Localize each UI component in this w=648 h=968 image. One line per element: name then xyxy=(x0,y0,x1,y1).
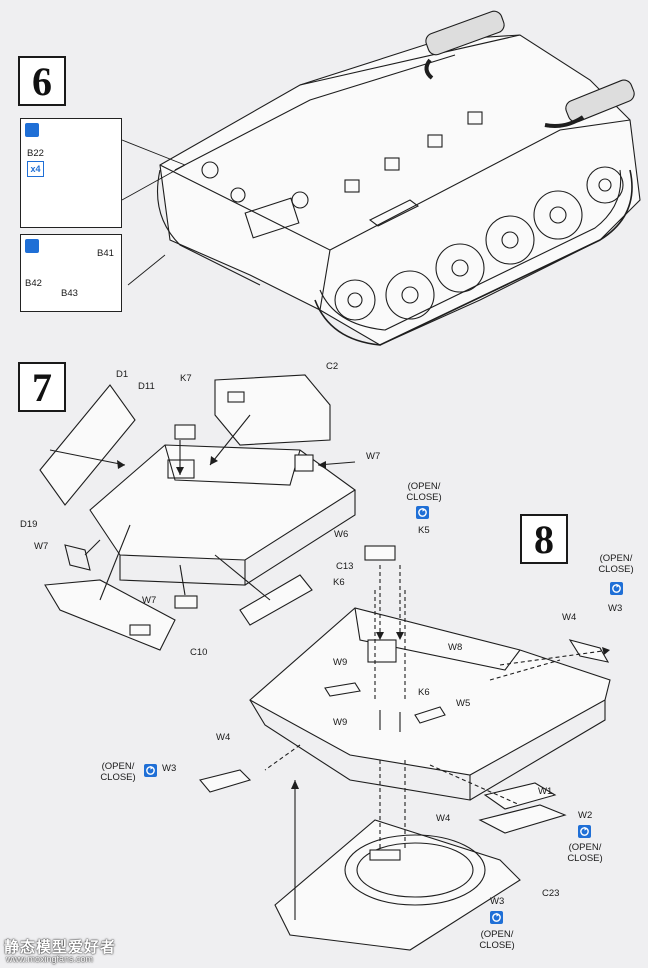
label-b41: B41 xyxy=(97,248,114,259)
part-label: D19 xyxy=(20,519,38,530)
quantity-badge: x4 xyxy=(27,161,44,177)
part-label: W9 xyxy=(333,717,348,728)
label-b22: B22 xyxy=(27,148,44,159)
part-label: K5 xyxy=(418,525,430,536)
part-label: W7 xyxy=(142,595,157,606)
step-7-number: 7 xyxy=(18,362,66,412)
option-note-w2: (OPEN/CLOSE) xyxy=(567,842,603,864)
part-label: D11 xyxy=(138,381,155,392)
superstructure-parts xyxy=(39,374,356,651)
hull-assembly xyxy=(157,10,641,346)
option-note-w3-bottom: (OPEN/CLOSE) xyxy=(479,929,515,951)
inset-b22-detail: B22 x4 xyxy=(20,118,122,228)
part-label: W5 xyxy=(456,698,471,709)
part-label: K7 xyxy=(180,373,192,384)
part-label: W4 xyxy=(436,813,451,824)
part-label: C10 xyxy=(190,647,208,658)
part-label: W4 xyxy=(562,612,577,623)
watermark-title: 静态模型爱好者 xyxy=(4,939,117,956)
option-swap-icon xyxy=(610,582,623,595)
part-label: C23 xyxy=(542,888,560,899)
part-label: W7 xyxy=(34,541,49,552)
part-label: W3 xyxy=(162,763,177,774)
step-6-number: 6 xyxy=(18,56,66,106)
option-note-k5: (OPEN/CLOSE) xyxy=(406,481,442,503)
part-label: W9 xyxy=(333,657,348,668)
part-label: C2 xyxy=(326,361,339,372)
inset-b41-detail: B41 B42 B43 xyxy=(20,234,122,312)
label-b42: B42 xyxy=(25,278,42,289)
option-swap-icon xyxy=(490,911,503,924)
part-label: W3 xyxy=(490,896,505,907)
part-label: W4 xyxy=(216,732,231,743)
part-label: C13 xyxy=(336,561,354,572)
cement-icon xyxy=(25,123,39,137)
part-label: K6 xyxy=(333,577,345,588)
part-label: W1 xyxy=(538,786,553,797)
part-label: D1 xyxy=(116,369,129,380)
site-watermark: 静态模型爱好者 www.moxingfans.com xyxy=(4,936,164,966)
step-8-number: 8 xyxy=(520,514,568,564)
option-swap-icon xyxy=(144,764,157,777)
option-swap-icon xyxy=(578,825,591,838)
part-label: W8 xyxy=(448,642,463,653)
part-label: W7 xyxy=(366,451,381,462)
turret-assembly xyxy=(199,545,611,951)
option-note-w3-left: (OPEN/CLOSE) xyxy=(100,761,136,783)
watermark-url: www.moxingfans.com xyxy=(6,954,94,964)
part-label: W3 xyxy=(608,603,623,614)
part-label: W6 xyxy=(334,529,349,540)
part-label: K6 xyxy=(418,687,430,698)
part-label: W2 xyxy=(578,810,593,821)
cement-icon xyxy=(25,239,39,253)
option-note-w3-right: (OPEN/CLOSE) xyxy=(598,553,634,575)
label-b43: B43 xyxy=(61,288,78,299)
option-swap-icon xyxy=(416,506,429,519)
